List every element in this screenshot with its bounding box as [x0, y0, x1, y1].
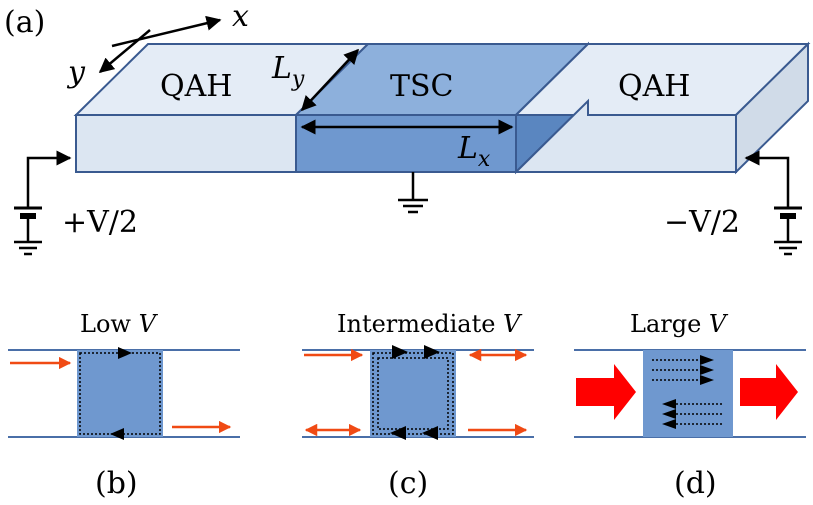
panel-d-caption: (d) [674, 466, 717, 501]
qah-right-block [513, 41, 811, 175]
panel-tag-a: (a) [4, 5, 45, 40]
lx-label: Lx [457, 131, 491, 172]
y-axis-label: y [66, 55, 86, 90]
x-axis-label: x [232, 0, 249, 34]
voltage-right-label: −V/2 [664, 205, 740, 240]
panel-d-schematic [574, 349, 806, 438]
tsc-label: TSC [390, 69, 454, 104]
panel-d-title: Large V [630, 310, 729, 338]
voltage-left-label: +V/2 [62, 205, 138, 240]
panel-c-title: Intermediate V [337, 310, 523, 338]
qah-left-label: QAH [160, 69, 232, 104]
panel-b-schematic [8, 347, 240, 440]
axes-icon [98, 15, 222, 73]
ly-dimension-arrow [300, 48, 360, 112]
voltage-source-left-icon [14, 150, 72, 256]
ly-label: Ly [271, 51, 305, 92]
panel-c-schematic [302, 345, 534, 440]
qah-left-block [73, 43, 371, 173]
ground-icon [398, 172, 428, 214]
voltage-source-right-icon [744, 150, 802, 256]
qah-right-label: QAH [618, 69, 690, 104]
panel-b-title: Low V [80, 310, 159, 338]
panel-b-caption: (b) [95, 466, 138, 501]
panel-c-caption: (c) [388, 466, 428, 501]
